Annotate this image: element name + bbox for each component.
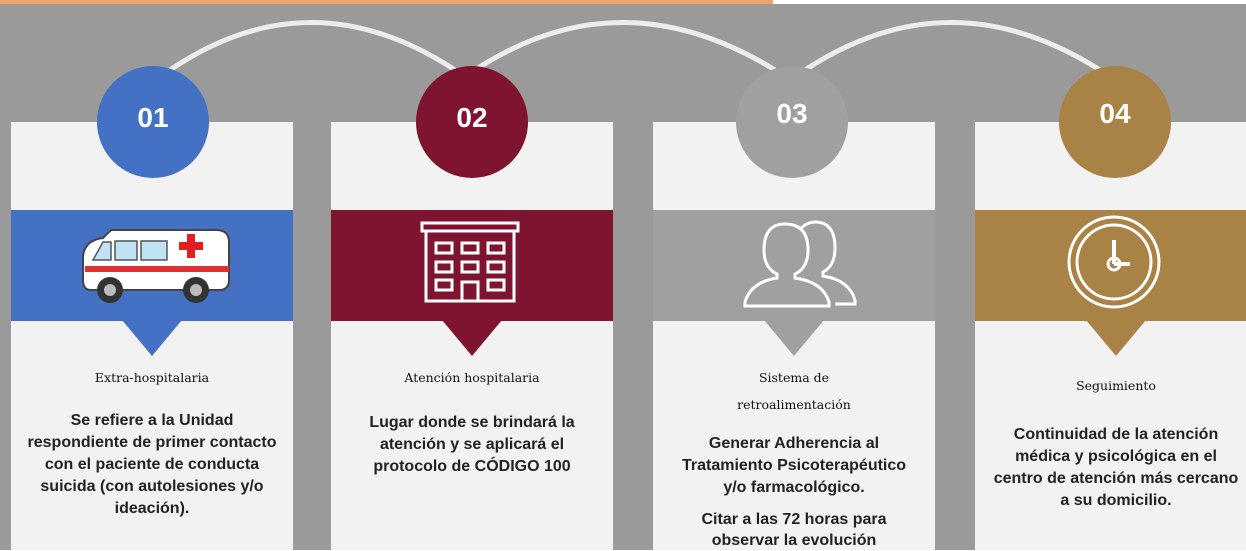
step-card-4: Seguimiento Continuidad de la atención m… xyxy=(975,122,1246,550)
step-1-number-badge: 01 xyxy=(97,66,209,178)
step-1-pointer xyxy=(122,320,182,356)
step-4-title: Seguimiento xyxy=(1076,378,1156,393)
step-3-title-line1: Sistema de xyxy=(758,370,830,385)
step-card-2: Atención hospitalaria Lugar donde se bri… xyxy=(331,122,613,550)
arc-1-2 xyxy=(168,20,457,73)
step-3-followup: Citar a las 72 horas para observar la ev… xyxy=(701,511,887,549)
hospital-building-icon xyxy=(420,221,520,303)
arc-3-4 xyxy=(803,20,1102,73)
step-4-number: 04 xyxy=(1099,98,1131,129)
step-4-band xyxy=(975,210,1246,321)
step-3-band xyxy=(653,210,935,321)
step-2-number: 02 xyxy=(456,102,488,133)
step-1-description: Se refiere a la Unidad respondiente de p… xyxy=(27,412,277,517)
step-1-number: 01 xyxy=(137,102,169,133)
step-2-pointer xyxy=(442,320,502,356)
step-card-3: Sistema de retroalimentación Generar Adh… xyxy=(653,122,935,550)
step-card-1: Extra-hospitalaria Se refiere a la Unida… xyxy=(11,122,293,550)
step-3-number: 03 xyxy=(776,98,808,129)
step-4-description: Continuidad de la atención médica y psic… xyxy=(993,426,1239,509)
people-icon xyxy=(743,220,857,308)
step-2-title: Atención hospitalaria xyxy=(404,370,540,385)
accent-bar xyxy=(0,0,773,4)
step-3-description: Generar Adherencia al Tratamiento Psicot… xyxy=(681,435,907,496)
ambulance-icon xyxy=(82,229,230,303)
connector-arcs xyxy=(168,20,1102,73)
step-1-title: Extra-hospitalaria xyxy=(94,370,210,385)
step-4-number-badge: 04 xyxy=(1059,66,1171,178)
arc-2-3 xyxy=(473,20,777,73)
step-2-number-badge: 02 xyxy=(416,66,528,178)
step-3-title-line2: retroalimentación xyxy=(737,397,851,412)
step-2-description: Lugar donde se brindará la atención y se… xyxy=(369,414,575,475)
top-white-strip xyxy=(773,0,1246,4)
clock-icon xyxy=(1067,215,1161,309)
step-3-number-badge: 03 xyxy=(736,66,848,178)
step-4-pointer xyxy=(1086,320,1146,356)
step-3-pointer xyxy=(764,320,824,356)
